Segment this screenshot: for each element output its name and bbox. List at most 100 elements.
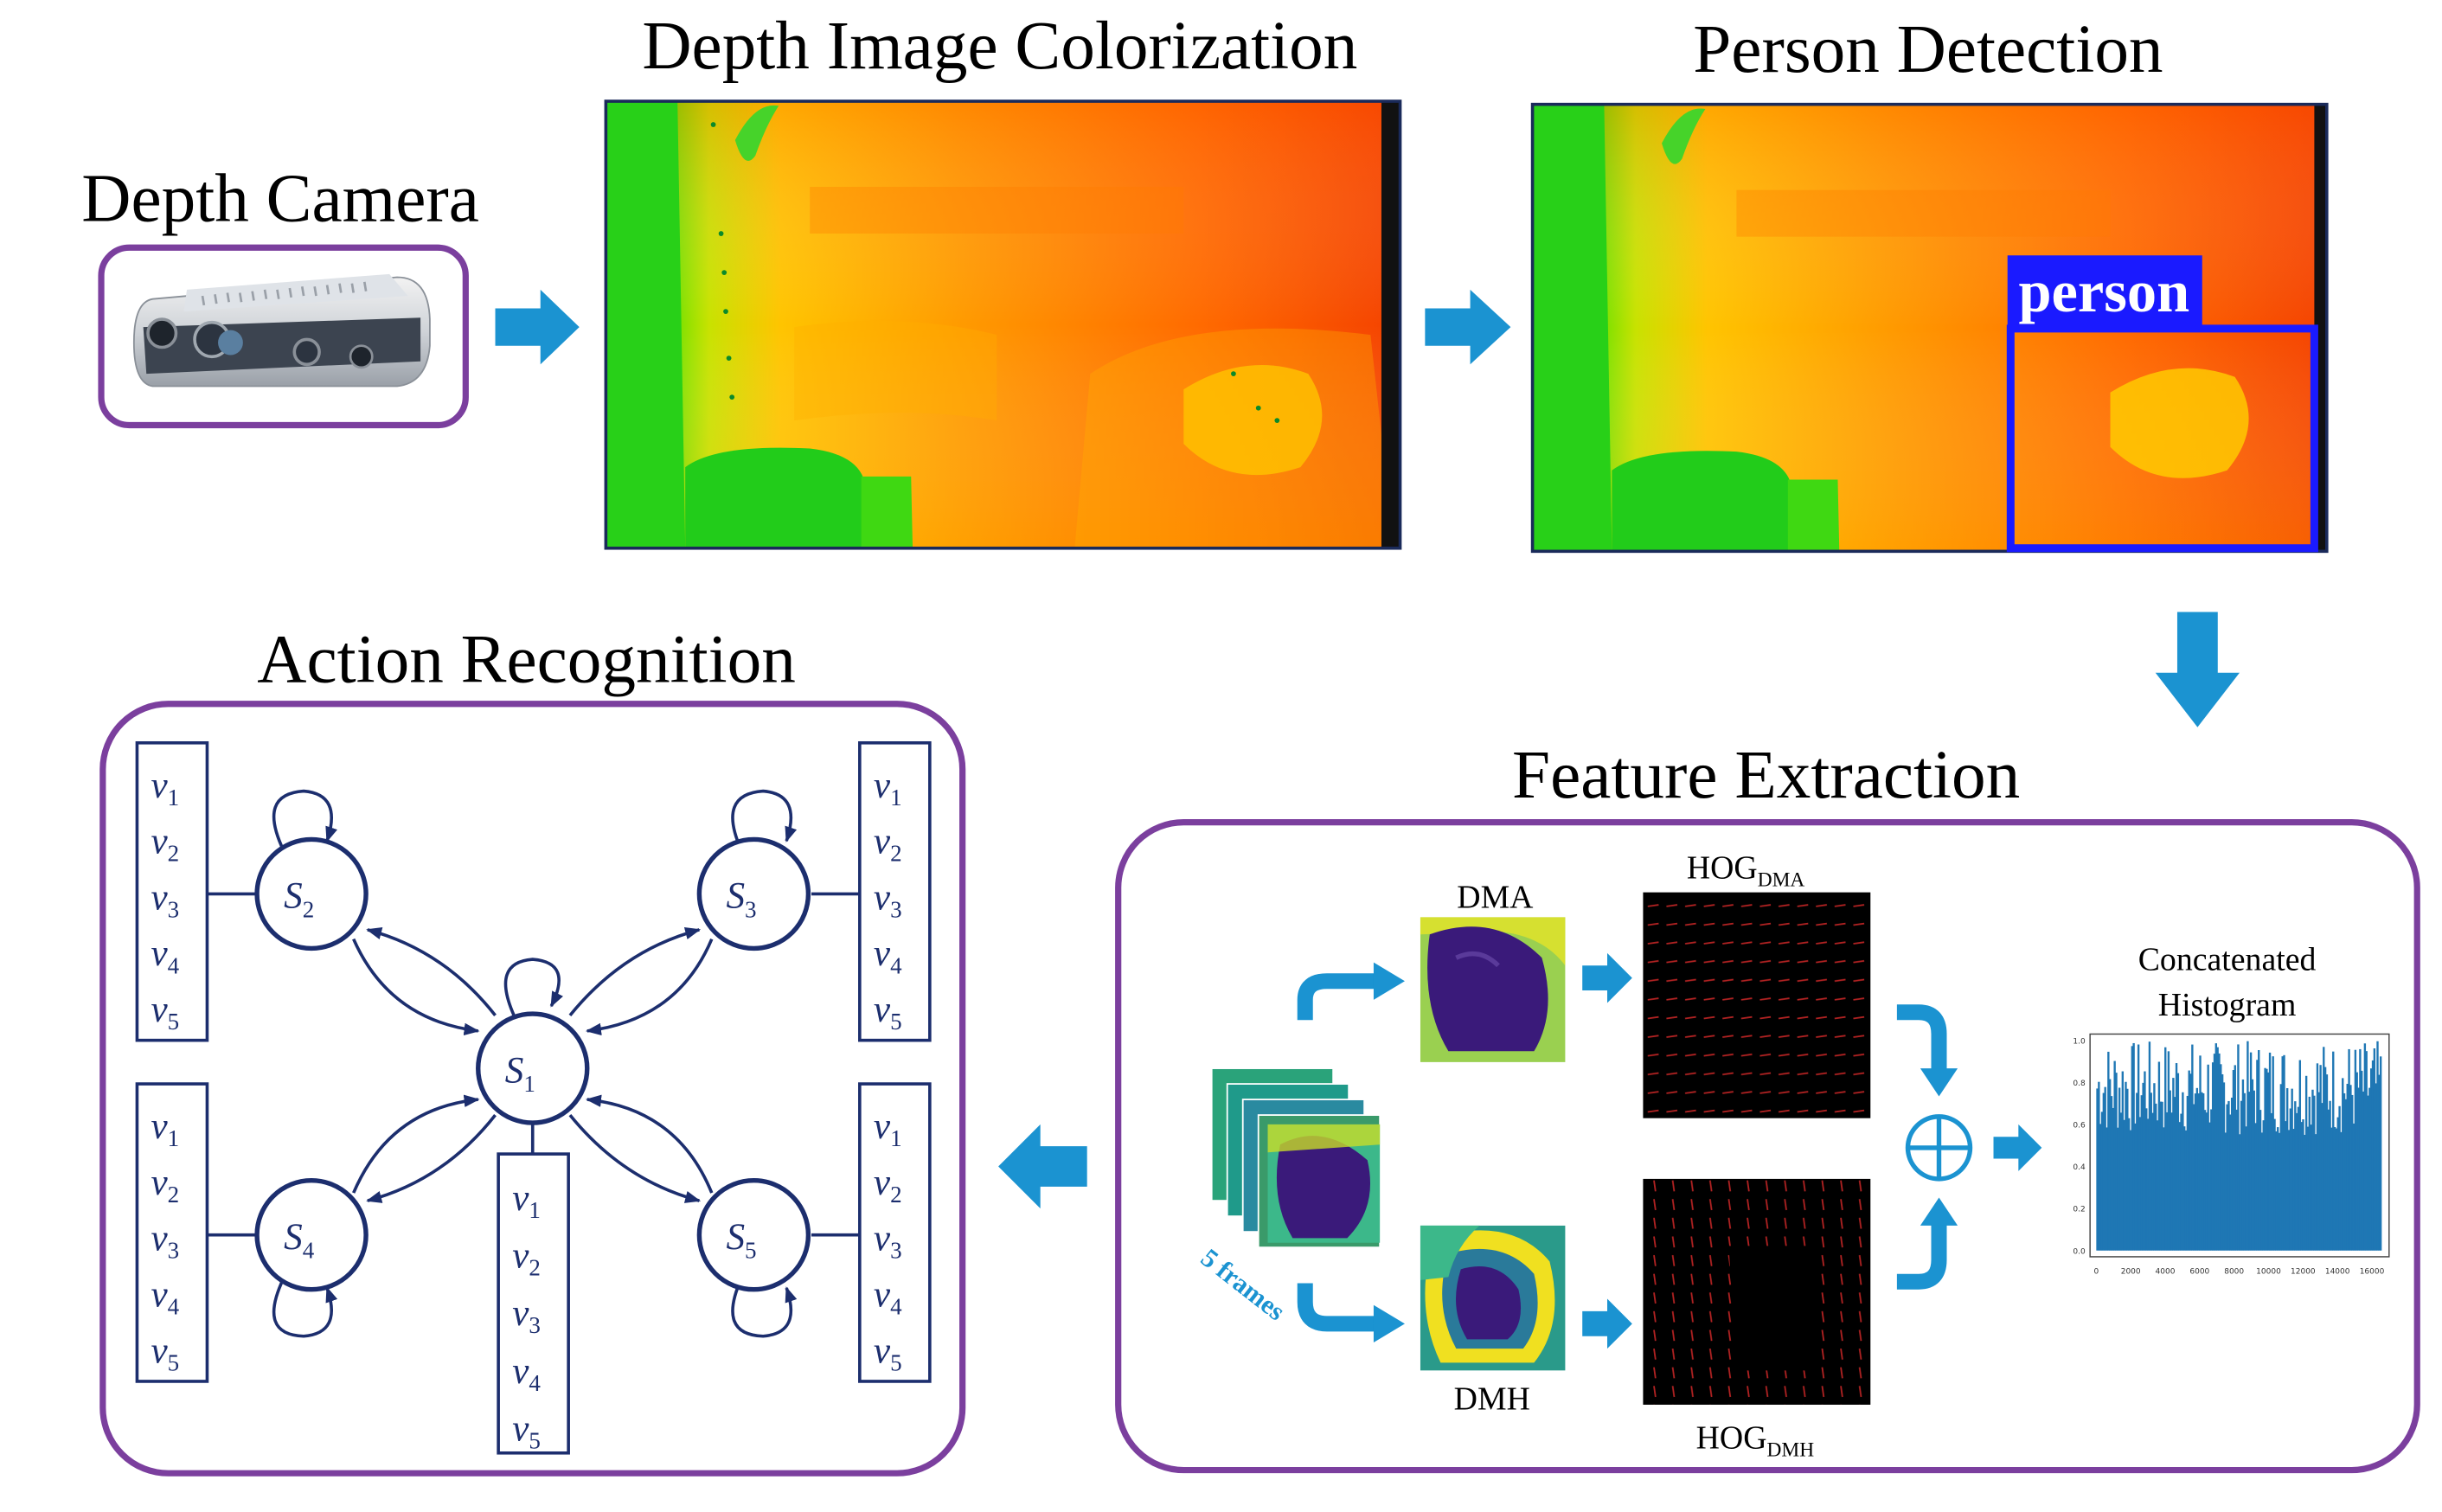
histogram-bar <box>2363 1043 2367 1251</box>
state-subscript: 3 <box>745 896 757 922</box>
observation-letter: v <box>151 1330 169 1371</box>
observation-box-s1 <box>497 1152 570 1455</box>
histogram-bar <box>2306 1126 2310 1251</box>
histogram-bar <box>2098 1081 2100 1251</box>
histogram-bar <box>2170 1112 2173 1251</box>
observation-subscript: 2 <box>168 841 180 867</box>
histogram-bar <box>2368 1087 2371 1251</box>
histogram-bar <box>2346 1083 2349 1251</box>
observation-subscript: 1 <box>529 1197 540 1223</box>
concat-title-line2: Histogram <box>2158 987 2297 1023</box>
histogram-bar <box>2197 1093 2200 1251</box>
observation-box-s4 <box>135 1082 209 1383</box>
histogram-bar <box>2136 1092 2138 1251</box>
observation-subscript: 3 <box>168 896 180 922</box>
observation-subscript: 3 <box>529 1312 540 1338</box>
histogram-bar <box>2165 1112 2169 1251</box>
right-arrow-icon <box>1993 1124 2042 1171</box>
histogram-bar <box>2376 1041 2379 1251</box>
hog-dma-main: HOG <box>1687 849 1758 886</box>
histogram-bar <box>2291 1088 2293 1251</box>
histogram-bar <box>2270 1112 2273 1251</box>
histogram-bar <box>2371 1060 2375 1251</box>
hog-dmh-sub: DMH <box>1767 1438 1815 1461</box>
observation-label: v1 <box>874 766 902 810</box>
bottom-merge-arrow <box>1896 1222 1947 1290</box>
person-label-background <box>2007 255 2202 328</box>
histogram-bar <box>2208 1122 2211 1251</box>
histogram-bar <box>2348 1048 2350 1251</box>
state-subscript: 2 <box>303 896 315 922</box>
histogram-bar <box>2137 1044 2140 1251</box>
observation-letter: v <box>151 1163 169 1203</box>
histogram-bar <box>2186 1095 2189 1251</box>
histogram-bar <box>2220 1064 2222 1251</box>
state-node-s1: S1 <box>476 1011 590 1125</box>
down-arrow-icon <box>1920 1068 1958 1097</box>
observation-letter: v <box>874 990 891 1030</box>
histogram-bar <box>2164 1047 2167 1251</box>
observation-letter: v <box>151 1106 169 1147</box>
observation-subscript: 2 <box>890 1182 902 1208</box>
observation-subscript: 2 <box>890 841 902 867</box>
histogram-bar <box>2285 1121 2287 1251</box>
observation-subscript: 3 <box>890 1238 902 1264</box>
histogram-bar <box>2285 1088 2289 1251</box>
hog-dmh-dark-region <box>1728 1246 1815 1371</box>
observation-label: v5 <box>874 990 902 1035</box>
histogram-bar <box>2354 1049 2357 1251</box>
top-merge-arrow <box>1896 1004 1947 1072</box>
histogram-bar <box>2295 1112 2298 1251</box>
histogram-bar <box>2321 1103 2323 1251</box>
histogram-bar <box>2304 1134 2306 1251</box>
observation-subscript: 3 <box>168 1238 180 1264</box>
observation-letter: v <box>874 1330 891 1371</box>
observation-label: v3 <box>151 1219 180 1264</box>
histogram-bar <box>2195 1087 2199 1251</box>
histogram-y-tick: 0.8 <box>2073 1080 2086 1088</box>
state-letter: S <box>284 1217 303 1258</box>
histogram-x-tick: 0 <box>2093 1268 2099 1277</box>
state-node-s5: S5 <box>696 1178 811 1292</box>
histogram-bar <box>2289 1108 2292 1251</box>
state-letter: S <box>726 1217 745 1258</box>
observation-letter: v <box>512 1408 529 1449</box>
concat-title-line1: Concatenated <box>2138 942 2317 978</box>
histogram-bar <box>2266 1068 2268 1251</box>
histogram-bar <box>2214 1043 2217 1251</box>
histogram-bar <box>2344 1099 2348 1251</box>
histogram-bar <box>2294 1101 2297 1251</box>
observation-letter: v <box>874 1275 891 1316</box>
state-circle <box>254 1178 369 1292</box>
histogram-bar <box>2351 1094 2354 1251</box>
histogram-bar <box>2329 1100 2331 1251</box>
histogram-bar <box>2102 1092 2106 1251</box>
histogram-bar <box>2125 1081 2127 1251</box>
observation-letter: v <box>151 990 169 1030</box>
right-arrow-icon <box>1582 1298 1632 1349</box>
histogram-bar <box>2378 1074 2381 1251</box>
state-label: S1 <box>505 1050 535 1097</box>
histogram-y-ticks: 1.00.80.60.40.20.0 <box>2073 1037 2086 1256</box>
histogram-bar <box>2316 1063 2319 1251</box>
histogram-bar <box>2369 1068 2373 1251</box>
histogram-bar <box>2232 1070 2235 1251</box>
dmh-label: DMH <box>1454 1381 1530 1417</box>
histogram-bar <box>2272 1056 2274 1251</box>
observation-label: v1 <box>512 1178 541 1223</box>
histogram-bar <box>2183 1126 2186 1251</box>
histogram-bar <box>2361 1070 2363 1251</box>
observation-label: v4 <box>151 1275 180 1320</box>
histogram-bar <box>2207 1064 2209 1251</box>
histogram-bar <box>2163 1127 2165 1251</box>
histogram-bar <box>2277 1127 2279 1251</box>
state-subscript: 1 <box>523 1071 535 1097</box>
right-arrow-icon <box>1373 962 1405 1000</box>
histogram-bar <box>2379 1056 2382 1251</box>
hog-dmh-main: HOG <box>1696 1419 1767 1456</box>
observation-letter: v <box>874 933 891 974</box>
histogram-bar <box>2279 1084 2283 1251</box>
histogram-y-tick: 0.6 <box>2073 1121 2086 1130</box>
